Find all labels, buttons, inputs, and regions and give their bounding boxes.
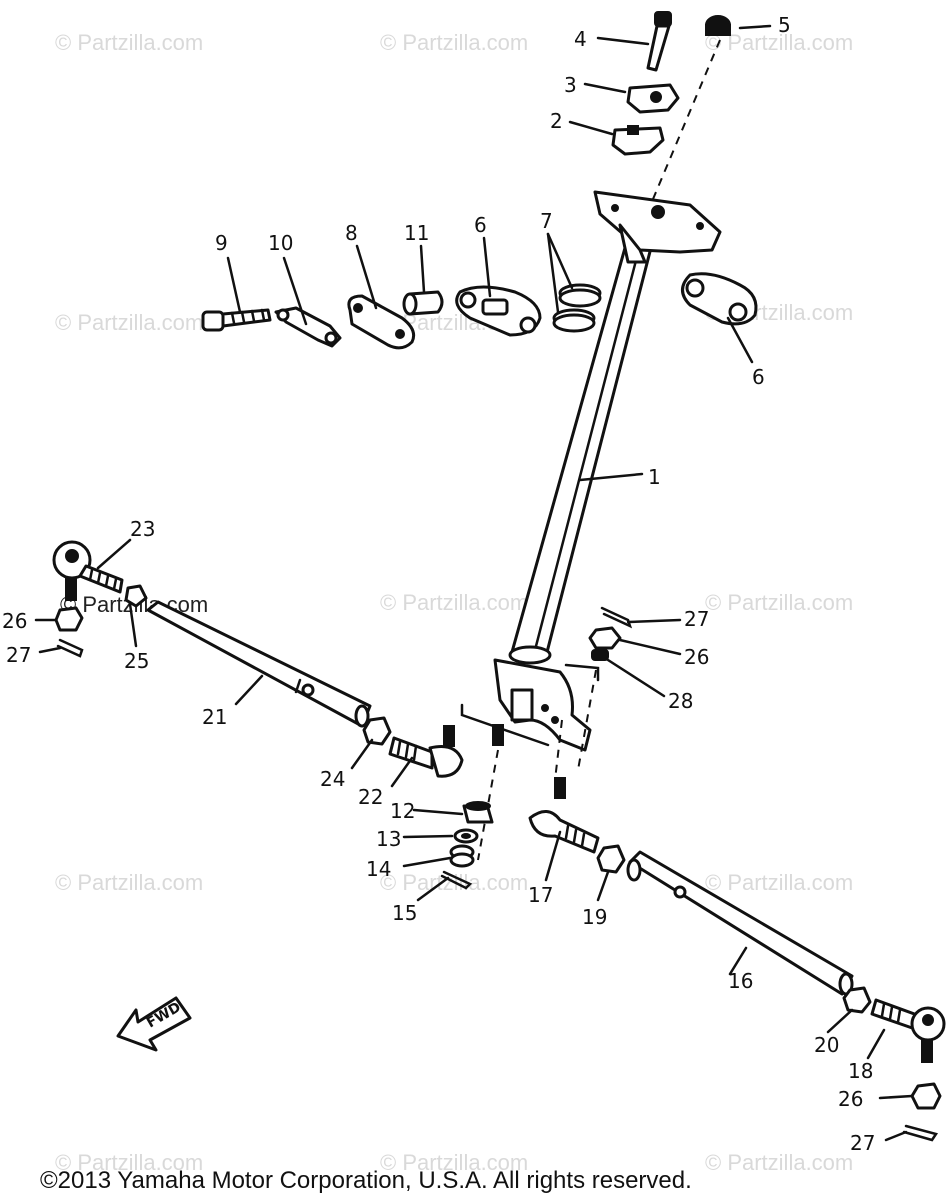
bushing-holder-right <box>681 272 758 326</box>
callout-3: 3 <box>564 73 577 97</box>
centerline <box>639 39 721 231</box>
upper-bracket <box>593 190 722 264</box>
cotter-pin-left <box>56 638 84 658</box>
callout-14: 14 <box>366 857 391 881</box>
cotter-pin-right <box>902 1124 939 1142</box>
callout-10: 10 <box>268 231 293 255</box>
arm-studs <box>492 724 566 799</box>
callout-4: 4 <box>574 27 587 51</box>
callout-labels: 4 5 3 2 9 10 8 11 6 7 6 1 23 26 27 25 21… <box>2 13 875 1155</box>
callout-26-right: 26 <box>838 1087 863 1111</box>
callout-17: 17 <box>528 883 553 907</box>
callout-27-left: 27 <box>6 643 31 667</box>
bushing-holder-left <box>455 285 542 337</box>
bolt-4 <box>646 11 672 72</box>
callout-15: 15 <box>392 901 417 925</box>
callout-16: 16 <box>728 969 753 993</box>
watermark: © Partzilla.com <box>380 1150 528 1175</box>
cotter-pin-top <box>600 606 633 629</box>
tie-rod-end-22 <box>388 725 464 778</box>
leader-bracket <box>460 703 550 747</box>
callout-19: 19 <box>582 905 607 929</box>
callout-6-left: 6 <box>474 213 487 237</box>
watermark: © Partzilla.com <box>705 870 853 895</box>
collar-12 <box>462 801 494 824</box>
pitman-arm <box>493 658 592 752</box>
callout-21: 21 <box>202 705 227 729</box>
callout-20: 20 <box>814 1033 839 1057</box>
watermark: © Partzilla.com <box>380 30 528 55</box>
watermark: © Partzilla.com <box>55 310 203 335</box>
leader-bracket <box>564 663 600 682</box>
bolt-9 <box>201 308 272 332</box>
spring-28 <box>591 649 609 661</box>
tie-rod-end-left <box>52 540 124 601</box>
nut-26-top <box>588 626 622 650</box>
collar-pin <box>402 290 444 316</box>
plate <box>347 294 416 350</box>
cap <box>705 15 731 36</box>
callout-2: 2 <box>550 109 563 133</box>
callout-27-right: 27 <box>850 1131 875 1155</box>
callout-6-right: 6 <box>752 365 765 389</box>
tie-rod-left <box>146 600 372 728</box>
callout-22: 22 <box>358 785 383 809</box>
nut-14 <box>449 844 475 868</box>
callout-1: 1 <box>648 465 661 489</box>
callout-11: 11 <box>404 221 429 245</box>
watermark: © Partzilla.com <box>55 870 203 895</box>
nut-20 <box>842 986 872 1014</box>
callout-7: 7 <box>540 209 553 233</box>
bushing-rings <box>552 283 602 333</box>
callout-26-top: 26 <box>684 645 709 669</box>
watermark: © Partzilla.com <box>380 590 528 615</box>
callout-13: 13 <box>376 827 401 851</box>
tie-rod-end-17 <box>528 810 600 854</box>
nut-19 <box>596 844 626 874</box>
lock-washer <box>274 306 342 348</box>
callout-23: 23 <box>130 517 155 541</box>
watermark: © Partzilla.com <box>55 30 203 55</box>
nut-24 <box>362 716 392 746</box>
callout-26-left: 26 <box>2 609 27 633</box>
callout-12: 12 <box>390 799 415 823</box>
nut-26-right <box>910 1082 942 1110</box>
fwd-arrow-icon: FWD <box>116 996 192 1052</box>
callout-5: 5 <box>778 13 791 37</box>
cotter-pin-15 <box>440 870 473 890</box>
callout-9: 9 <box>215 231 228 255</box>
nut-26-left <box>54 606 84 632</box>
callout-27-top: 27 <box>684 607 709 631</box>
assembly-line <box>477 749 499 861</box>
assembly-line <box>577 669 597 771</box>
leader-lines <box>34 24 914 1142</box>
tie-rod-right <box>626 850 854 996</box>
copyright-notice: ©2013 Yamaha Motor Corporation, U.S.A. A… <box>40 1167 692 1194</box>
clamp-lower <box>611 125 665 156</box>
callout-28: 28 <box>668 689 693 713</box>
callout-25: 25 <box>124 649 149 673</box>
nut-25 <box>124 584 148 608</box>
clamp-upper <box>626 83 680 114</box>
callout-8: 8 <box>345 221 358 245</box>
watermark: © Partzilla.com <box>705 1150 853 1175</box>
watermark: © Partzilla.com <box>705 590 853 615</box>
washer-13 <box>453 828 479 844</box>
watermark: © Partzilla.com <box>55 1150 203 1175</box>
tie-rod-end-18 <box>870 998 946 1063</box>
assembly-line <box>554 719 563 781</box>
callout-24: 24 <box>320 767 345 791</box>
callout-18: 18 <box>848 1059 873 1083</box>
